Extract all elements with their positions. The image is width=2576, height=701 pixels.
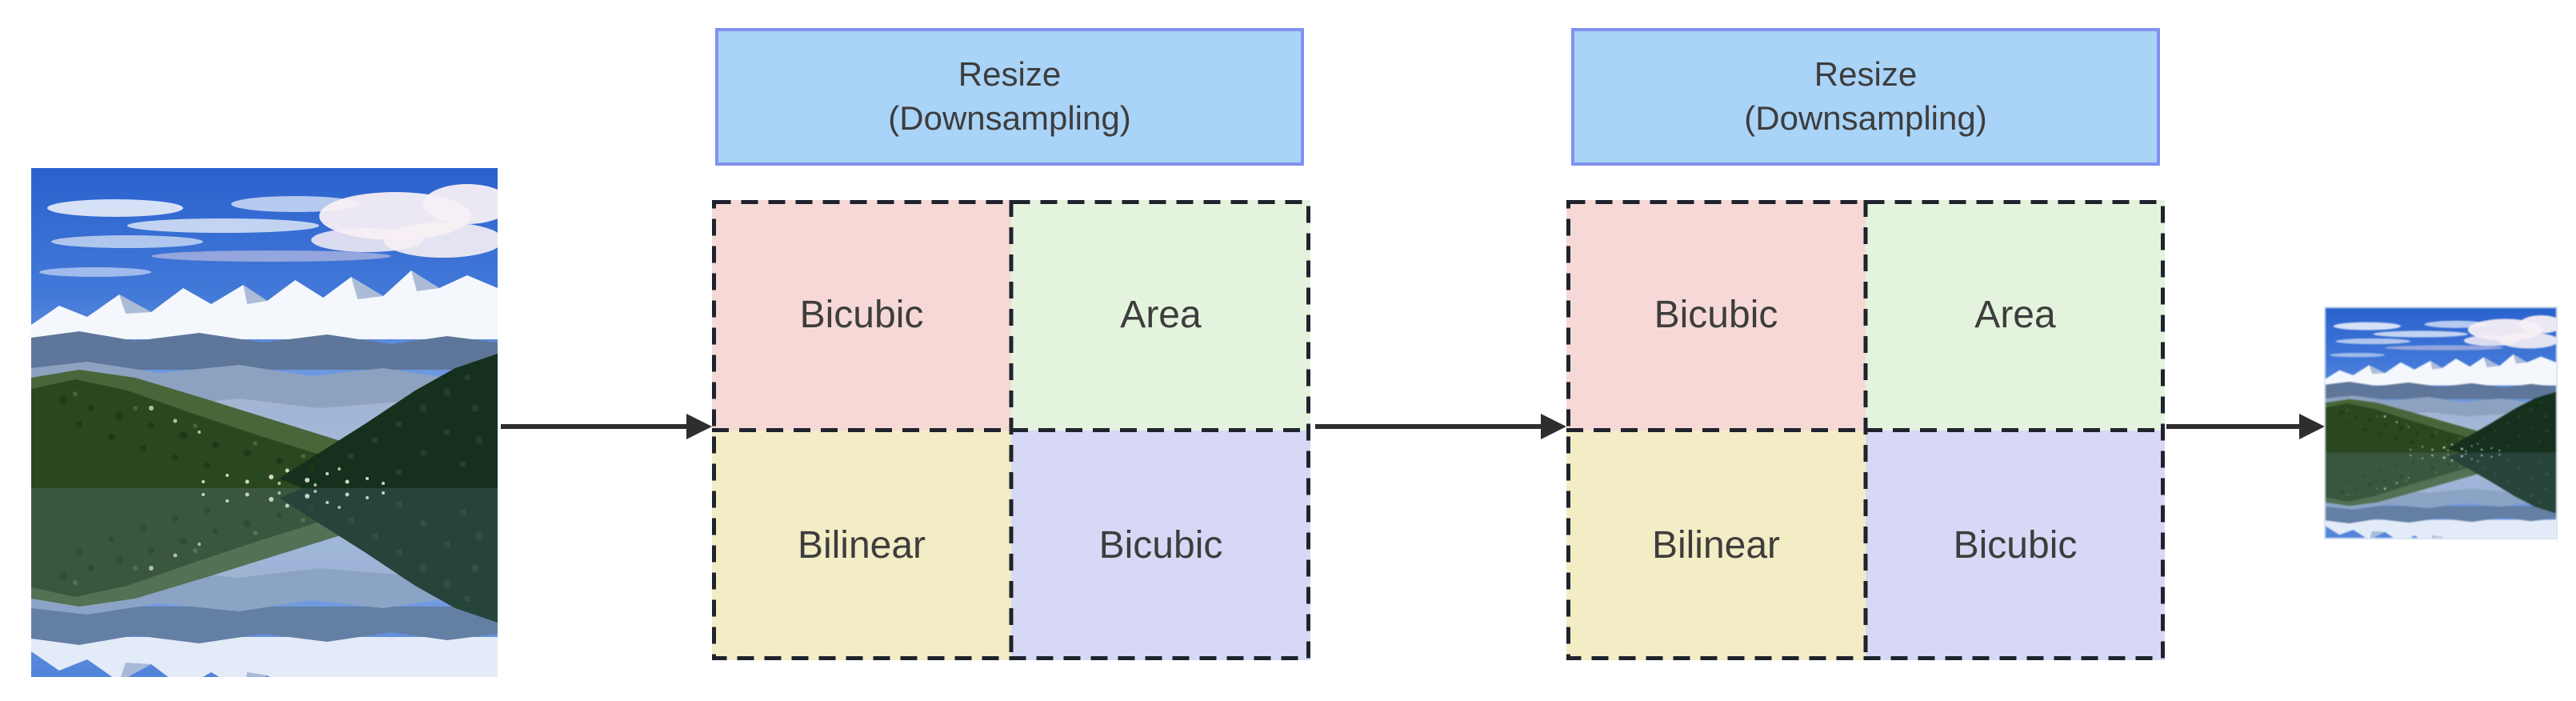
quadrant-bicubic-top-2: Bicubic: [1566, 200, 1866, 431]
quadrant-bicubic-top-1: Bicubic: [712, 200, 1011, 431]
quadrant-label: Bicubic: [1098, 523, 1223, 567]
resize-label-line2: (Downsampling): [888, 99, 1131, 137]
quadrant-label: Area: [1120, 294, 1202, 337]
quadrant-label: Bilinear: [797, 523, 926, 567]
flow-arrow-3: [2166, 413, 2325, 440]
resize-label-line1: Resize: [1814, 55, 1918, 94]
quadrant-label: Bicubic: [1654, 294, 1778, 337]
quadrant-label: Area: [1974, 294, 2056, 337]
interpolation-grid-2: Bicubic Area Bilinear Bicubic: [1566, 200, 2165, 660]
quadrant-label: Bicubic: [1953, 523, 2078, 567]
output-image-frame: [2324, 306, 2558, 539]
output-image: [2326, 308, 2556, 538]
quadrant-bilinear-1: Bilinear: [712, 430, 1011, 660]
flow-arrow-1: [501, 413, 712, 440]
interpolation-grid-1: Bicubic Area Bilinear Bicubic: [712, 200, 1310, 660]
quadrant-label: Bicubic: [799, 294, 924, 337]
resize-downsampling-box-1: Resize (Downsampling): [715, 28, 1304, 166]
resize-label-line2: (Downsampling): [1744, 99, 1987, 137]
quadrant-area-1: Area: [1011, 200, 1310, 431]
input-image: [31, 168, 498, 677]
resize-downsampling-box-2: Resize (Downsampling): [1571, 28, 2160, 166]
quadrant-bilinear-2: Bilinear: [1566, 430, 1866, 660]
quadrant-area-2: Area: [1866, 200, 2165, 431]
quadrant-bicubic-bottom-1: Bicubic: [1011, 430, 1310, 660]
quadrant-bicubic-bottom-2: Bicubic: [1866, 430, 2165, 660]
quadrant-label: Bilinear: [1651, 523, 1781, 567]
resize-label-line1: Resize: [958, 55, 1062, 94]
flow-arrow-2: [1315, 413, 1566, 440]
